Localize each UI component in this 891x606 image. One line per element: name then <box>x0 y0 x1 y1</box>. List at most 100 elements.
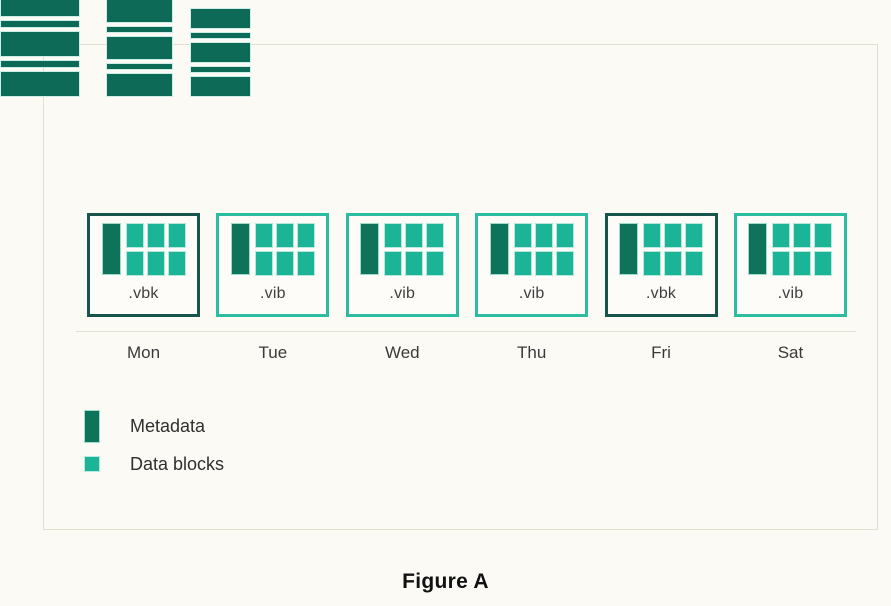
blocks-area <box>230 223 315 276</box>
legend-label-metadata: Metadata <box>130 415 206 436</box>
server-stack-icon <box>0 0 270 108</box>
server-bar <box>190 32 251 39</box>
backup-file-tue[interactable]: .vib <box>216 213 330 317</box>
server-slab <box>190 8 251 29</box>
backup-file-sat[interactable]: .vib <box>733 213 847 317</box>
data-block <box>426 251 445 276</box>
server-stack-3 <box>190 8 251 100</box>
data-block <box>384 251 403 276</box>
legend: Metadata Data blocks <box>84 407 224 483</box>
blocks-area <box>101 223 186 276</box>
data-block <box>534 223 553 248</box>
day-label-fri: Fri <box>651 343 671 362</box>
data-block <box>555 251 574 276</box>
data-block <box>254 223 273 248</box>
data-block <box>405 251 424 276</box>
legend-label-data-blocks: Data blocks <box>130 453 225 474</box>
data-block <box>167 223 186 248</box>
server-bar <box>0 20 80 28</box>
server-slab <box>0 71 80 97</box>
data-block <box>275 223 294 248</box>
data-block <box>125 251 144 276</box>
backup-file-mon[interactable]: .vbk <box>87 213 200 317</box>
data-block-grid <box>384 223 445 276</box>
data-block <box>664 251 683 276</box>
data-block-grid <box>254 223 315 276</box>
data-block <box>513 251 532 276</box>
data-block <box>275 251 294 276</box>
data-block <box>146 223 165 248</box>
data-block <box>772 251 791 276</box>
server-slab <box>0 0 80 17</box>
data-block <box>534 251 553 276</box>
backup-file-wed[interactable]: .vib <box>345 213 459 317</box>
data-block <box>664 223 683 248</box>
legend-swatch-wrap <box>84 456 118 472</box>
file-extension-label: .vib <box>777 285 804 302</box>
blocks-area <box>748 223 833 276</box>
data-block <box>254 251 273 276</box>
metadata-block <box>489 223 509 275</box>
backup-file-thu[interactable]: .vib <box>475 213 589 317</box>
data-block <box>125 223 144 248</box>
data-block <box>643 251 662 276</box>
legend-swatch-wrap <box>84 409 118 443</box>
metadata-block <box>619 223 639 275</box>
server-stack-1 <box>0 0 80 100</box>
data-block <box>685 223 704 248</box>
server-bar <box>190 66 251 73</box>
data-block <box>167 251 186 276</box>
data-block <box>772 223 791 248</box>
server-slab <box>106 36 173 60</box>
day-label-sat: Sat <box>777 343 804 362</box>
blocks-area <box>489 223 574 276</box>
day-label-thu: Thu <box>517 343 547 362</box>
data-block-grid <box>125 223 186 276</box>
day-label-tue: Tue <box>258 343 288 362</box>
metadata-block <box>360 223 380 275</box>
legend-item-metadata: Metadata <box>84 407 224 445</box>
timeline-separator <box>76 331 856 332</box>
server-slab <box>0 31 80 57</box>
day-label-wed: Wed <box>384 343 420 362</box>
data-block <box>296 251 315 276</box>
server-bar <box>106 63 173 70</box>
data-block-grid <box>643 223 704 276</box>
server-slab <box>106 0 173 23</box>
legend-item-data-blocks: Data blocks <box>84 445 224 483</box>
server-bar <box>106 26 173 33</box>
data-block <box>384 223 403 248</box>
file-extension-label: .vib <box>518 285 545 302</box>
file-extension-label: .vbk <box>128 285 159 302</box>
metadata-block <box>101 223 121 275</box>
file-extension-label: .vib <box>260 285 286 302</box>
backup-chain-row: .vbk .vib <box>87 213 847 317</box>
data-block <box>793 251 812 276</box>
data-block <box>814 251 833 276</box>
data-block <box>555 223 574 248</box>
server-slab <box>106 73 173 97</box>
figure-panel: .vbk .vib <box>43 44 878 530</box>
server-stack-2 <box>106 0 173 100</box>
server-slab <box>190 76 251 97</box>
figure-caption: Figure A <box>402 570 489 593</box>
server-bar <box>0 60 80 68</box>
metadata-swatch-icon <box>84 409 100 443</box>
file-extension-label: .vbk <box>645 285 677 302</box>
metadata-block <box>230 223 250 275</box>
data-block <box>513 223 532 248</box>
backup-file-fri[interactable]: .vbk <box>604 213 718 317</box>
day-label-mon: Mon <box>126 343 161 362</box>
data-block <box>643 223 662 248</box>
data-block-swatch-icon <box>84 456 100 472</box>
data-block <box>814 223 833 248</box>
blocks-area <box>619 223 704 276</box>
data-block-grid <box>513 223 574 276</box>
data-block <box>685 251 704 276</box>
data-block-grid <box>772 223 833 276</box>
data-block <box>405 223 424 248</box>
server-slab <box>190 42 251 63</box>
day-axis: Mon Tue Wed Thu Fri Sat <box>87 343 847 363</box>
data-block <box>793 223 812 248</box>
